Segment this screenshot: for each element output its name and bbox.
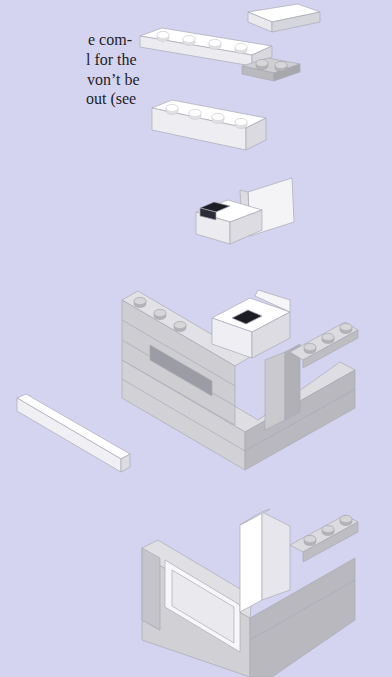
partial-assembly xyxy=(122,290,358,470)
finished-assembly xyxy=(142,509,358,677)
brick-part xyxy=(152,100,266,150)
stud xyxy=(174,322,186,332)
tile-part xyxy=(272,12,320,32)
bracket-part xyxy=(230,210,262,244)
text-fragment: e com- xyxy=(88,32,132,48)
finished-assembly xyxy=(172,570,234,643)
brick-part xyxy=(246,118,266,150)
partial-assembly xyxy=(255,290,290,312)
stud xyxy=(189,110,201,120)
brick-part xyxy=(152,108,246,150)
bracket-part xyxy=(196,178,294,244)
stud xyxy=(209,40,221,50)
partial-assembly xyxy=(150,345,212,396)
stud xyxy=(304,344,316,354)
finished-assembly xyxy=(165,560,240,652)
stud xyxy=(212,114,224,124)
lego-illustration xyxy=(17,4,358,677)
finished-assembly xyxy=(240,509,270,525)
gray-plate-part xyxy=(242,58,300,81)
partial-assembly xyxy=(232,310,262,324)
stud xyxy=(134,298,146,308)
stud xyxy=(157,32,169,42)
stud xyxy=(322,526,334,536)
long-tile-part xyxy=(17,394,130,459)
stud xyxy=(235,119,247,129)
partial-assembly xyxy=(265,352,285,430)
text-fragment: von’t be xyxy=(87,72,140,88)
stud xyxy=(322,334,334,344)
stud xyxy=(166,105,178,115)
tile-part xyxy=(248,4,320,32)
partial-assembly xyxy=(303,330,358,368)
finished-assembly xyxy=(262,512,290,600)
stud xyxy=(340,324,352,334)
tile-part xyxy=(248,12,272,32)
plate-part xyxy=(140,28,272,66)
plate-part xyxy=(140,36,252,66)
partial-assembly xyxy=(122,340,235,406)
finished-assembly xyxy=(142,548,160,630)
stud xyxy=(154,310,166,320)
long-tile-part xyxy=(17,398,121,472)
stud xyxy=(235,44,247,54)
text-fragment: l for the xyxy=(86,52,137,68)
long-tile-part xyxy=(121,454,130,472)
stud xyxy=(256,60,268,70)
stud xyxy=(340,516,352,526)
finished-assembly xyxy=(240,512,262,612)
long-tile-part xyxy=(17,394,130,472)
stud xyxy=(304,536,316,546)
bracket-part xyxy=(200,208,216,220)
partial-assembly xyxy=(252,312,290,358)
text-fragment: out (see xyxy=(86,91,136,107)
stud xyxy=(183,36,195,46)
finished-assembly xyxy=(303,522,358,562)
stud xyxy=(275,62,287,72)
